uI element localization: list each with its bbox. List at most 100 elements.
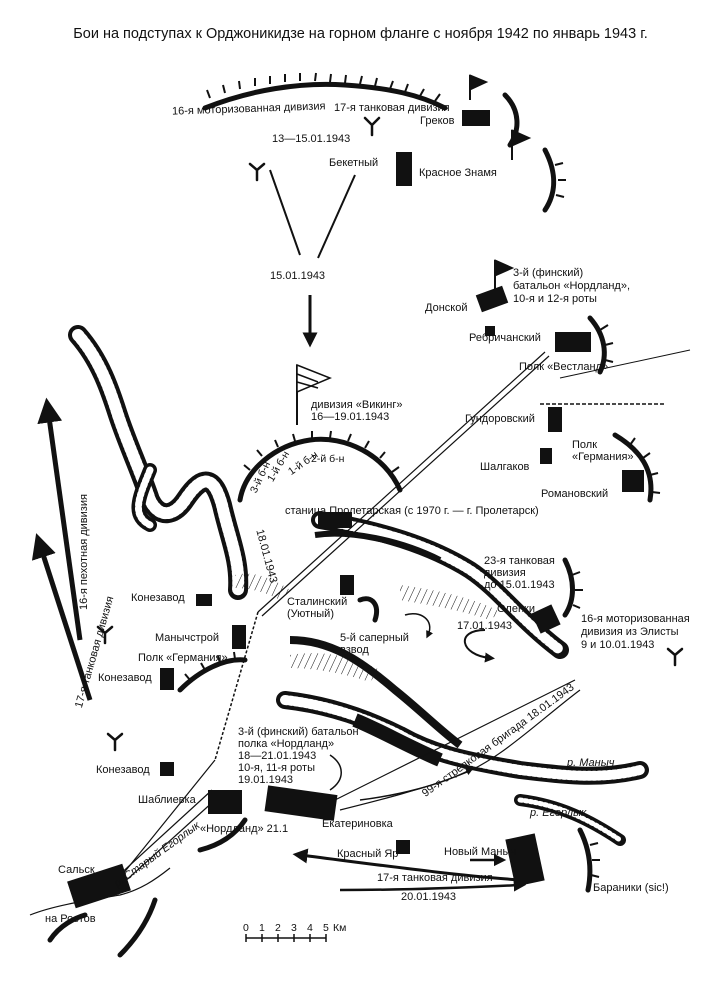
flag-donskoy bbox=[494, 259, 515, 292]
place-beketny: Бекетный bbox=[329, 157, 379, 169]
arrow-orenki-loop bbox=[464, 629, 495, 663]
place-novy-manych: Новый Маныч bbox=[444, 846, 517, 858]
unit-23-tank-3: до 15.01.1943 bbox=[484, 579, 555, 591]
ymark-16-infantry bbox=[96, 625, 114, 645]
unit-17-tank-top: 17-я танковая дивизия bbox=[334, 102, 450, 114]
unit-nordland-top-1: 3-й (финский) bbox=[513, 267, 584, 279]
block-konezavod-1 bbox=[196, 594, 212, 606]
block-konezavod-3 bbox=[160, 762, 174, 776]
flag-viking bbox=[296, 363, 332, 425]
block-manychstroy bbox=[232, 625, 246, 649]
y-markers bbox=[96, 116, 684, 752]
river-north bbox=[68, 325, 249, 600]
railway-southwest bbox=[109, 611, 259, 891]
front-krasnoe-znamya bbox=[542, 147, 557, 213]
unit-16-infantry: 16-я пехотная дивизия bbox=[78, 494, 90, 610]
ymark-beketny bbox=[248, 162, 266, 182]
front-rostov-south bbox=[47, 912, 88, 943]
hatched-lake-3 bbox=[235, 573, 290, 600]
date-13-15: 13—15.01.1943 bbox=[272, 133, 351, 145]
unit-nordland-top-2: батальон «Нордланд», bbox=[513, 280, 631, 292]
unit-sapper-2: взвод bbox=[340, 644, 369, 656]
block-donskoy bbox=[475, 285, 509, 313]
place-proletarskaya: станица Пролетарская (с 1970 г. — г. Про… bbox=[285, 505, 539, 517]
unit-17-tank-bottom: 17-я танковая дивизия bbox=[377, 872, 493, 884]
block-salsk bbox=[67, 863, 131, 909]
unit-nordland-bottom-4: 10-я, 11-я роты bbox=[238, 762, 315, 774]
flag-krasnoe-znamya bbox=[511, 129, 532, 160]
arrow-brigade bbox=[359, 768, 474, 801]
river-egorlyk bbox=[514, 794, 626, 846]
arrow-17-tank-bottom bbox=[292, 848, 521, 882]
place-orenki: Оленки bbox=[497, 603, 536, 615]
place-shablievka: Шаблиевка bbox=[138, 794, 196, 806]
place-krasny-yar: Красный Яр bbox=[337, 848, 399, 860]
ymark-south-west bbox=[106, 732, 124, 752]
place-stalinsky-2: (Уютный) bbox=[287, 608, 334, 620]
scale-tick-1: 1 bbox=[259, 922, 265, 934]
scale-tick-5: 5 bbox=[323, 922, 329, 934]
place-manychstroy: Манычстрой bbox=[155, 632, 220, 644]
arrow-20-01 bbox=[339, 879, 527, 892]
place-gundorovsky: Гундоровский bbox=[465, 413, 535, 425]
scale-tick-0: 0 bbox=[243, 922, 249, 934]
river-egorlyk: р. Егорлык bbox=[530, 807, 587, 819]
unit-elista-1: 16-я моторизованная bbox=[581, 613, 690, 625]
unit-nordland-bottom-5: 19.01.1943 bbox=[238, 774, 294, 786]
unit-nordland-bottom-1: 3-й (финский) батальон bbox=[238, 726, 359, 738]
unit-nordland-21: «Нордланд» 21.1 bbox=[200, 823, 289, 835]
hatched-lake-1 bbox=[400, 585, 500, 620]
road-brigade-route-2 bbox=[334, 679, 576, 801]
place-shalgakov: Шалгаков bbox=[480, 461, 530, 473]
front-konezavod-west bbox=[177, 657, 248, 693]
front-romanovsky bbox=[612, 432, 654, 503]
road-to-rostov bbox=[29, 789, 216, 916]
block-gundorovsky bbox=[548, 407, 562, 432]
unit-23-tank-1: 23-я танковая bbox=[484, 555, 555, 567]
river-manych-south bbox=[276, 691, 649, 785]
front-orenki bbox=[562, 557, 575, 618]
place-stalinsky-1: Сталинский bbox=[287, 596, 348, 608]
place-grekov: Греков bbox=[420, 115, 455, 127]
unit-nordland-bottom-3: 18—21.01.1943 bbox=[238, 750, 317, 762]
river-manych: р. Маныч bbox=[567, 757, 615, 769]
unit-elista-2: дивизия из Элисты bbox=[581, 626, 679, 638]
block-shablievka bbox=[208, 790, 242, 814]
place-konezavod-3: Конезавод bbox=[96, 764, 150, 776]
block-stalinsky bbox=[340, 575, 354, 595]
ymark-elista bbox=[666, 647, 684, 667]
place-konezavod-1: Конезавод bbox=[131, 592, 185, 604]
place-romanovsky: Романовский bbox=[541, 488, 609, 500]
front-rebrichansky bbox=[587, 315, 607, 375]
arrow-13-15-left bbox=[269, 169, 301, 256]
attack-arrows bbox=[31, 169, 527, 892]
date-17: 17.01.1943 bbox=[457, 620, 513, 632]
unit-23-tank-2: дивизия bbox=[484, 567, 526, 579]
arrow-13-15-right bbox=[317, 174, 356, 259]
place-baraniki: Бараники (sic!) bbox=[593, 882, 669, 894]
unit-viking: дивизия «Викинг» bbox=[311, 399, 403, 411]
railway-northeast bbox=[257, 351, 550, 617]
arrow-17-tank-left bbox=[31, 533, 93, 701]
date-15: 15.01.1943 bbox=[270, 270, 326, 282]
unit-flags bbox=[296, 74, 532, 425]
block-proletarskaya bbox=[318, 512, 352, 528]
bn-2: 2-й б-н bbox=[311, 453, 345, 465]
front-lines bbox=[47, 81, 654, 958]
block-grekov bbox=[462, 110, 490, 126]
front-salsk-south bbox=[117, 897, 158, 958]
place-donskoy: Донской bbox=[425, 302, 468, 314]
map-title: Бои на подступах к Орджоникидзе на горно… bbox=[73, 26, 648, 42]
place-rebrichansky: Ребричанский bbox=[469, 332, 541, 344]
block-ekaterinovka bbox=[264, 785, 338, 821]
block-romanovsky bbox=[622, 470, 644, 492]
arrow-16-infantry bbox=[37, 397, 83, 641]
flag-grekov bbox=[469, 74, 489, 100]
scale-tick-4: 4 bbox=[307, 922, 313, 934]
place-na-rostov: на Ростов bbox=[45, 913, 96, 925]
place-krasnoe-znamya: Красное Знамя bbox=[419, 167, 497, 179]
unit-westland: Полк «Вестланд» bbox=[519, 361, 609, 373]
marsh-band-ekaterinovka bbox=[352, 713, 443, 767]
unit-elista-3: 9 и 10.01.1943 bbox=[581, 639, 655, 651]
